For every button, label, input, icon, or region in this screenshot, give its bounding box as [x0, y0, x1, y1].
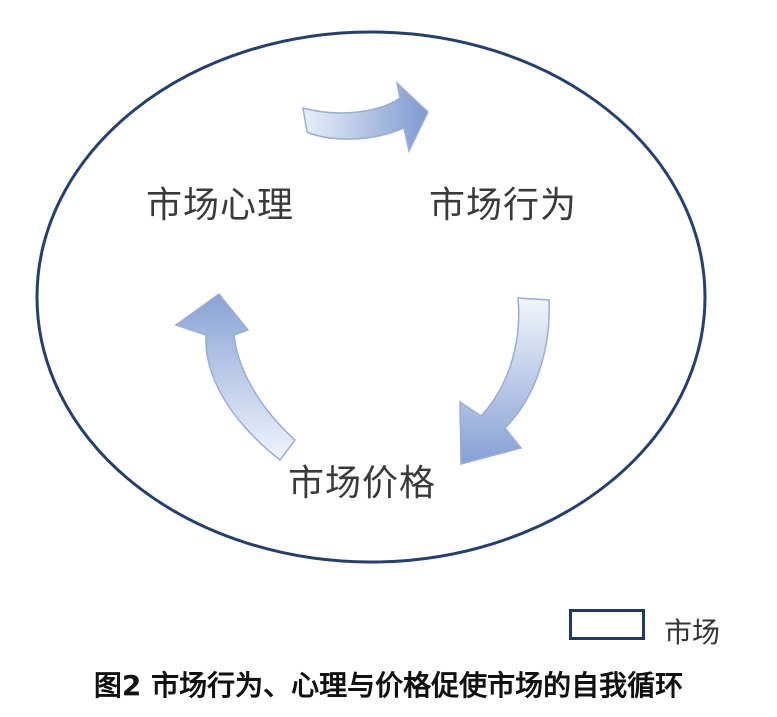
node-market-psychology: 市场心理	[146, 185, 295, 226]
market-boundary-ellipse	[35, 30, 707, 564]
legend-label: 市场	[664, 616, 721, 649]
arrow-psychology-to-behavior	[302, 80, 429, 154]
figure-caption: 图2 市场行为、心理与价格促使市场的自我循环	[93, 669, 684, 702]
node-market-behavior: 市场行为	[429, 185, 578, 226]
node-market-price: 市场价格	[288, 463, 437, 504]
arrow-price-to-psychology	[174, 292, 297, 462]
arrow-behavior-to-price	[459, 297, 550, 465]
legend-swatch	[569, 609, 645, 640]
